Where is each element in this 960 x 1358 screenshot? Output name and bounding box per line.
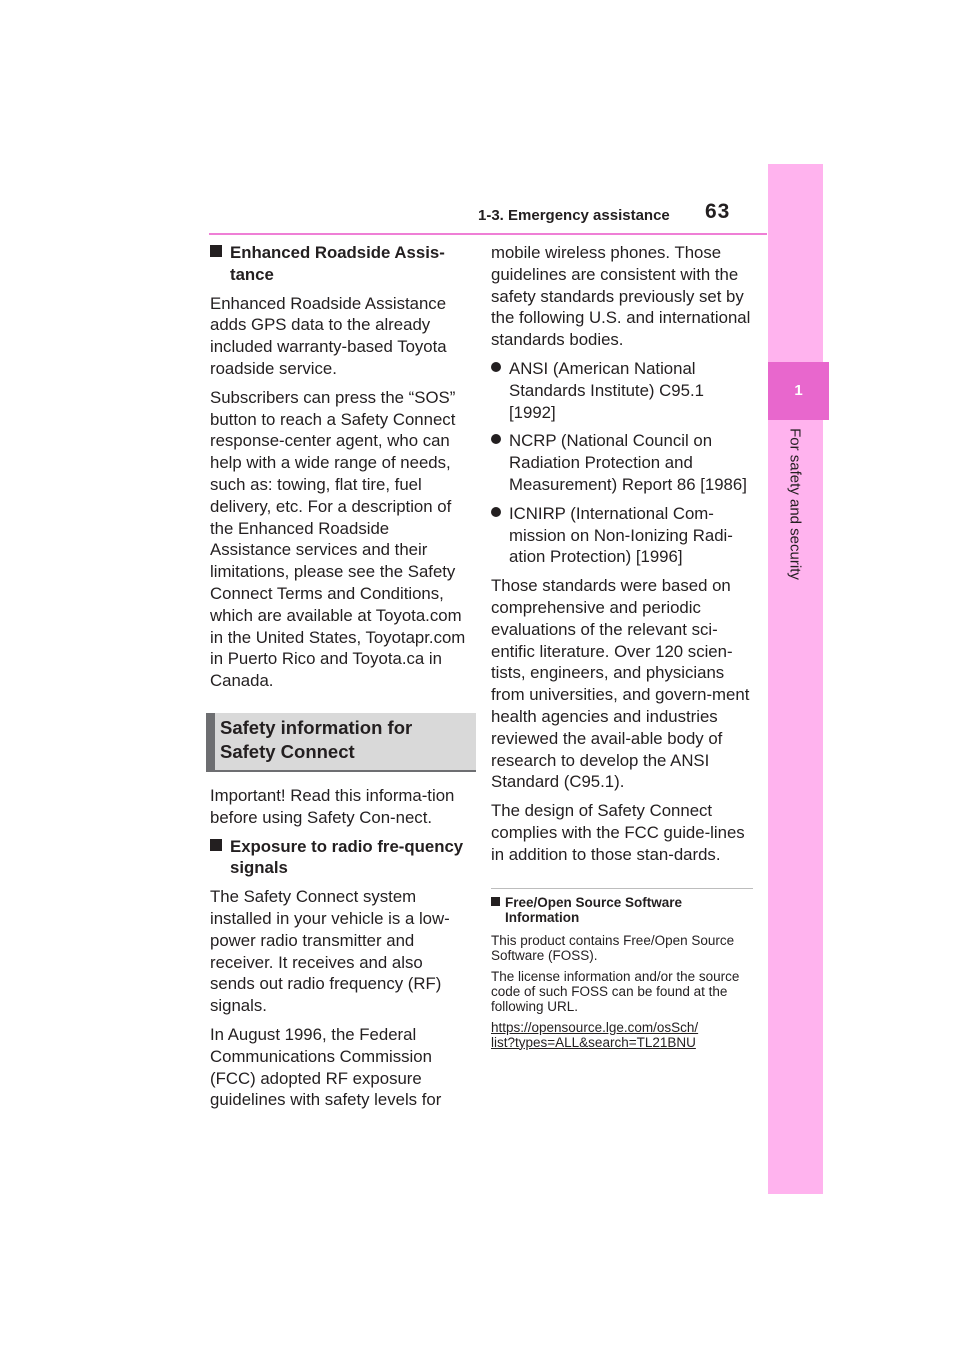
section-title: Safety information for Safety Connect [206,712,476,772]
paragraph: Subscribers can press the “SOS” button t… [210,387,466,691]
link-text-line2[interactable]: list?types=ALL&search=TL21BNU [491,1034,696,1050]
note-title-text: Free/Open Source Software Information [505,894,683,925]
paragraph: Those standards were based on comprehens… [491,576,750,792]
square-bullet-icon [210,838,222,851]
header-title: 1-3. Emergency assistance [478,207,670,224]
bullet-item: ICNIRP (International Com-mission on Non… [491,503,753,568]
bullet-item: ANSI (American National Standards Instit… [491,358,753,423]
left-column: Enhanced Roadside Assis-tance Enhanced R… [206,242,476,1118]
square-bullet-icon [210,245,222,257]
square-bullet-icon [491,896,500,906]
bullet-dot-icon [491,506,501,517]
subheading-enhanced-roadside: Enhanced Roadside Assis-tance [210,242,472,286]
note-paragraph: The license information and/or the sourc… [491,968,740,1014]
paragraph: Important! Read this informa-tion before… [210,785,455,827]
foss-url-link[interactable]: https://opensource.lge.com/osSch/list?ty… [491,1020,753,1050]
paragraph: The Safety Connect system installed in y… [210,887,450,1016]
bullet-text: NCRP (National Council on Radiation Prot… [509,431,747,494]
paragraph: In August 1996, the Federal Communicatio… [210,1024,442,1110]
bullet-dot-icon [491,361,501,372]
link-text-line1[interactable]: https://opensource.lge.com/osSch/ [491,1019,699,1035]
subheading-text: Enhanced Roadside Assis-tance [230,243,445,284]
page-number: 63 [705,200,731,223]
paragraph: mobile wireless phones. Those guidelines… [491,243,751,350]
header-rule [209,233,767,235]
bullet-text: ANSI (American National Standards Instit… [509,358,704,422]
note-paragraph: This product contains Free/Open Source S… [491,932,735,963]
subheading-text: Exposure to radio fre-quency signals [230,836,464,878]
note-divider [491,887,753,889]
bullet-item: NCRP (National Council on Radiation Prot… [491,430,753,495]
note-title: Free/Open Source Software Information [491,895,753,925]
bullet-dot-icon [491,434,501,445]
paragraph: Enhanced Roadside Assistance adds GPS da… [210,293,447,378]
chapter-label: For safety and security [786,428,804,580]
bullet-text: ICNIRP (International Com-mission on Non… [509,503,733,567]
right-column: mobile wireless phones. Those guidelines… [491,242,753,1050]
chapter-number-tab[interactable]: 1 [768,362,829,420]
paragraph: The design of Safety Connect complies wi… [491,801,745,864]
subheading-radio-frequency: Exposure to radio fre-quency signals [210,836,472,880]
side-tab [768,164,823,1194]
